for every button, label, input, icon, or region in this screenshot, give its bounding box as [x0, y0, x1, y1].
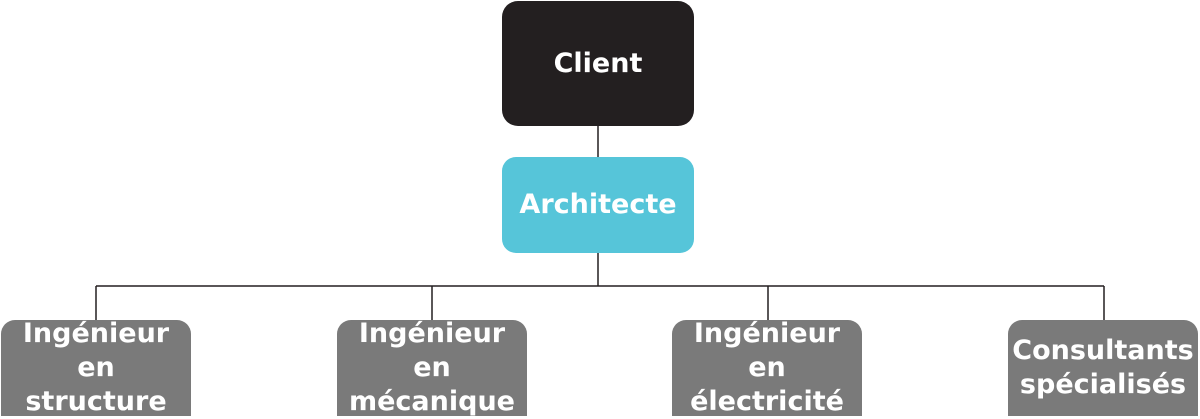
child-label-line2: structure [25, 386, 167, 417]
client-node: Client [502, 1, 694, 126]
child-label-line1: Ingénieur en [693, 318, 841, 383]
child-node-electricite: Ingénieur en électricité [672, 318, 862, 417]
child-label-line2: mécanique [348, 386, 515, 417]
client-label: Client [553, 47, 643, 79]
child-label-line2: électricité [690, 386, 844, 417]
child-node-consultants: Consultants spécialisés [1008, 320, 1198, 416]
child-label-line1: Consultants [1012, 335, 1194, 366]
architect-label: Architecte [519, 189, 677, 220]
architect-node: Architecte [502, 157, 694, 253]
child-label-line1: Ingénieur en [358, 318, 506, 383]
child-node-structure: Ingénieur en structure [1, 318, 191, 417]
child-label-line1: Ingénieur en [22, 318, 170, 383]
child-node-mecanique: Ingénieur en mécanique [337, 318, 527, 417]
child-label-line2: spécialisés [1019, 369, 1187, 400]
